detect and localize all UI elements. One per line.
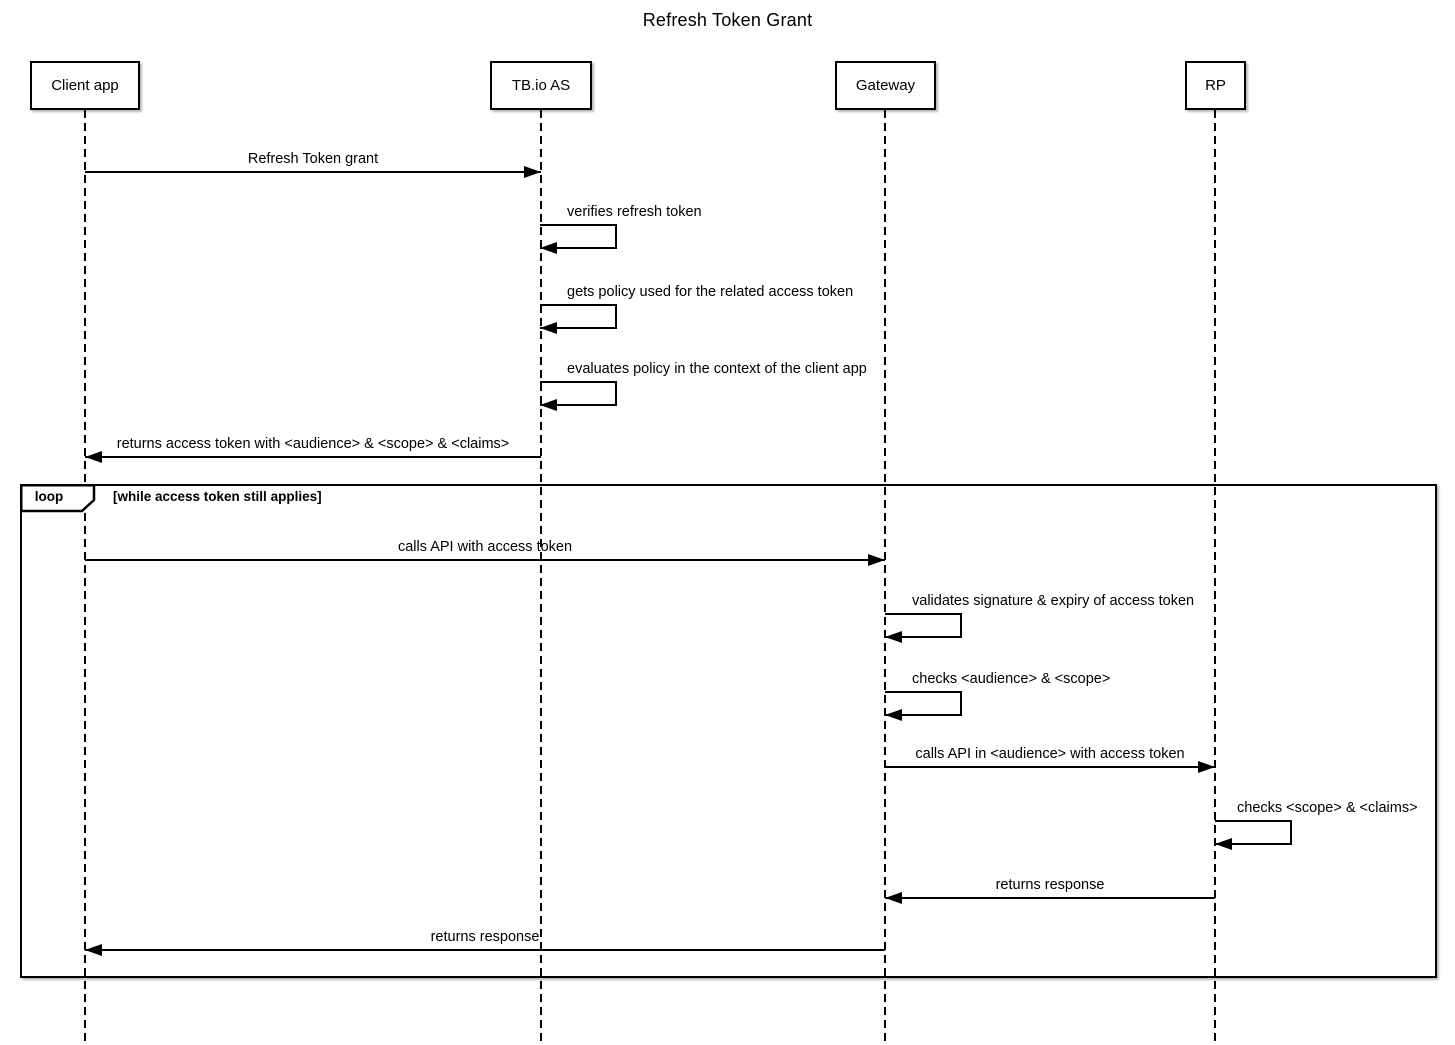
loop-fragment-box xyxy=(20,484,1437,978)
diagram-title: Refresh Token Grant xyxy=(642,10,813,30)
participant-gateway-label: Gateway xyxy=(855,77,916,94)
self-msg-checks-scope-claims-arrow xyxy=(1215,820,1292,850)
self-msg-checks-scope-claims-label: checks <scope> & <claims> xyxy=(1237,800,1418,816)
participant-tbio-as: TB.io AS xyxy=(490,61,592,110)
arrowhead-left-icon xyxy=(540,322,557,334)
lifeline-client-app xyxy=(84,110,86,1045)
msg-calls-api-in-audience-arrow xyxy=(885,761,1215,773)
self-msg-verifies-refresh-token-label: verifies refresh token xyxy=(567,204,702,220)
self-msg-validates-signature-label: validates signature & expiry of access t… xyxy=(912,593,1195,609)
participant-tbio-as-label: TB.io AS xyxy=(511,77,571,94)
arrowhead-left-icon xyxy=(85,944,102,956)
self-msg-gets-policy-arrow xyxy=(540,304,617,334)
msg-returns-access-token-label: returns access token with <audience> & <… xyxy=(116,436,510,452)
lifeline-tbio-as xyxy=(540,110,542,1045)
msg-refresh-token-grant-arrow xyxy=(85,166,541,178)
arrowhead-right-icon xyxy=(868,554,885,566)
participant-rp-label: RP xyxy=(1205,77,1226,94)
msg-refresh-token-grant-label: Refresh Token grant xyxy=(247,151,379,167)
self-msg-evaluates-policy-label: evaluates policy in the context of the c… xyxy=(567,361,867,377)
self-msg-gets-policy-label: gets policy used for the related access … xyxy=(567,284,854,300)
arrowhead-left-icon xyxy=(540,399,557,411)
msg-returns-response-rp-label: returns response xyxy=(995,877,1105,893)
participant-client-app-label: Client app xyxy=(51,77,119,94)
self-msg-checks-audience-scope-arrow xyxy=(885,691,962,721)
self-msg-evaluates-policy-arrow xyxy=(540,381,617,411)
lifeline-rp xyxy=(1214,110,1216,1045)
self-msg-verifies-refresh-token-arrow xyxy=(540,224,617,254)
self-msg-validates-signature-arrow xyxy=(885,613,962,643)
arrowhead-right-icon xyxy=(524,166,541,178)
participant-rp: RP xyxy=(1185,61,1246,110)
loop-tab-pentagon-icon xyxy=(20,484,96,513)
arrowhead-left-icon xyxy=(885,892,902,904)
participant-gateway: Gateway xyxy=(835,61,936,110)
msg-returns-response-gateway-label: returns response xyxy=(430,929,540,945)
loop-condition-label: [while access token still applies] xyxy=(113,489,322,504)
loop-operator-label: loop xyxy=(34,489,64,504)
arrowhead-left-icon xyxy=(1215,838,1232,850)
arrowhead-left-icon xyxy=(85,451,102,463)
msg-calls-api-arrow xyxy=(85,554,885,566)
self-msg-checks-audience-scope-label: checks <audience> & <scope> xyxy=(912,671,1111,687)
arrowhead-left-icon xyxy=(885,631,902,643)
arrowhead-right-icon xyxy=(1198,761,1215,773)
msg-returns-response-gateway-arrow xyxy=(85,944,885,956)
msg-calls-api-in-audience-label: calls API in <audience> with access toke… xyxy=(915,746,1185,762)
arrowhead-left-icon xyxy=(540,242,557,254)
msg-returns-access-token-arrow xyxy=(85,451,541,463)
participant-client-app: Client app xyxy=(30,61,140,110)
arrowhead-left-icon xyxy=(885,709,902,721)
msg-calls-api-label: calls API with access token xyxy=(397,539,573,555)
lifeline-gateway xyxy=(884,110,886,1045)
msg-returns-response-rp-arrow xyxy=(885,892,1215,904)
